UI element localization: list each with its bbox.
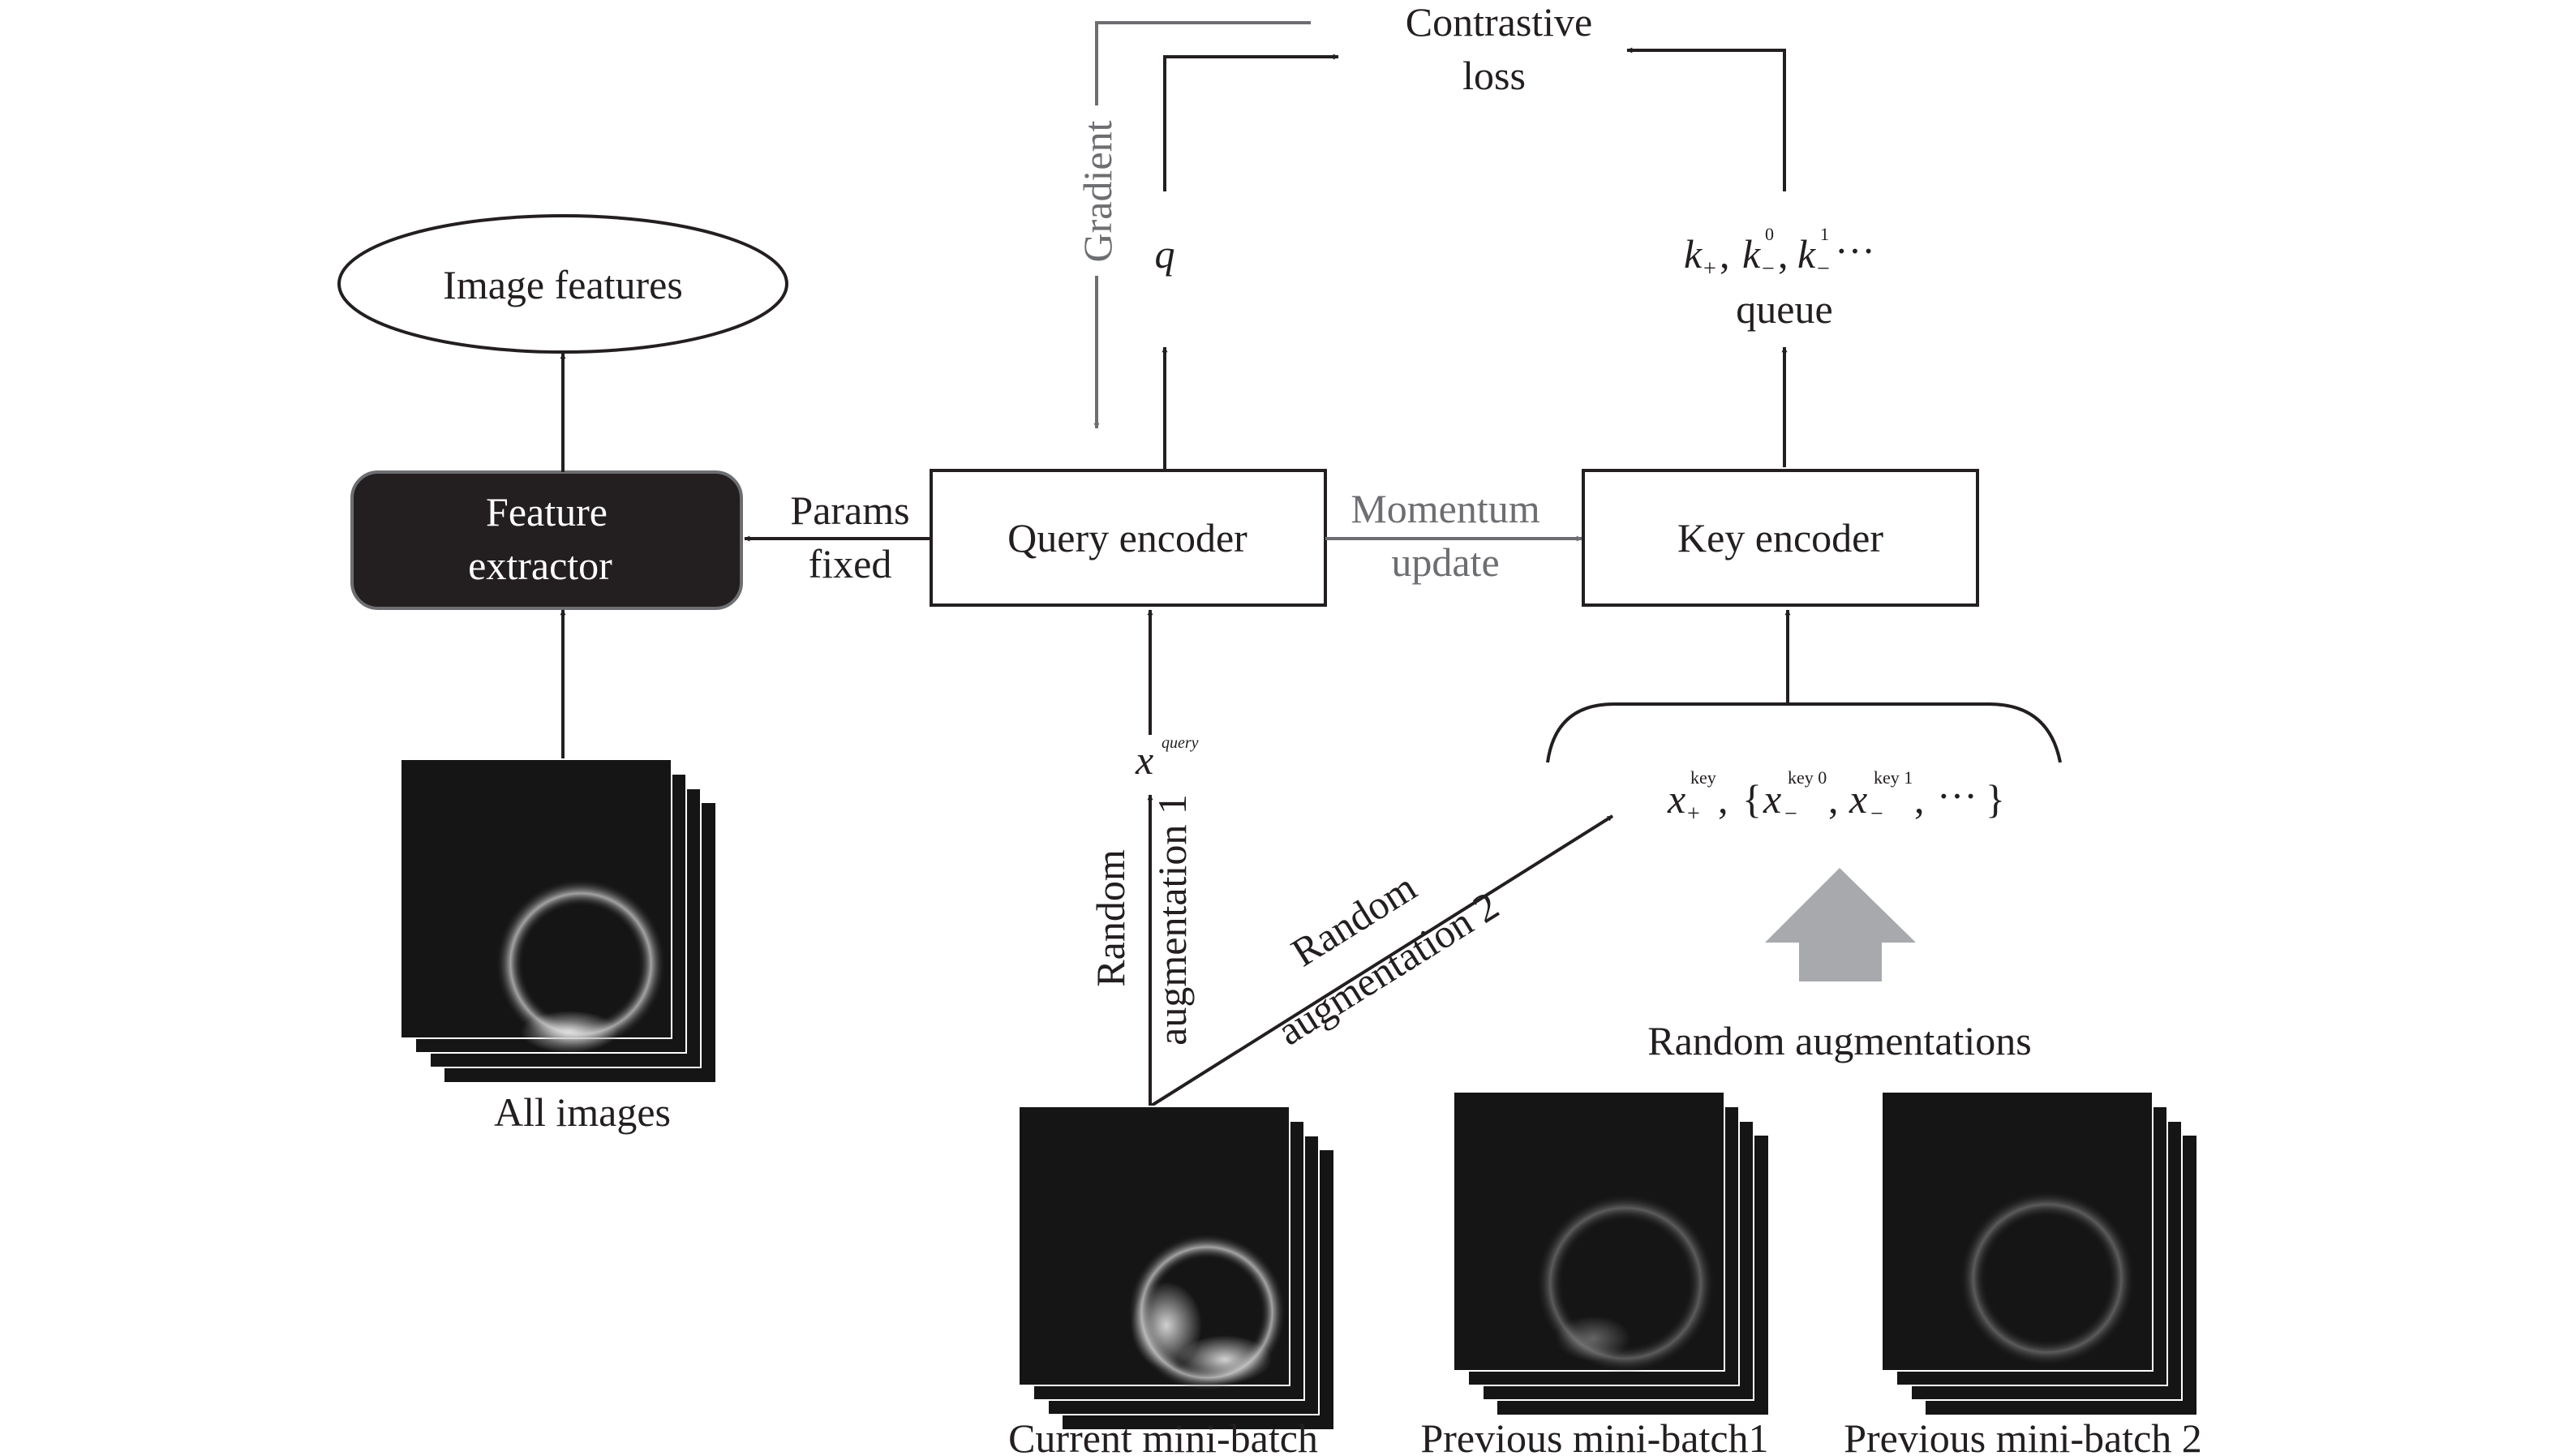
x-query-base: x — [1135, 737, 1153, 783]
current-mini-batch-stack — [1018, 1106, 1333, 1429]
previous-mini-batch-2-ring — [1955, 1186, 2140, 1371]
x-plus-base: x — [1667, 776, 1685, 822]
x-ellipsis: ··· — [1937, 773, 1977, 818]
x-minus1-sub: − — [1870, 801, 1883, 827]
all-images-bright-region — [521, 1011, 618, 1053]
all-images-label: All images — [494, 1089, 671, 1135]
params-fixed-label-2: fixed — [809, 541, 892, 586]
x-open-brace: { — [1742, 776, 1762, 822]
x-minus1-sup: key 1 — [1874, 767, 1913, 788]
k-comma-1: , — [1720, 231, 1730, 277]
x-query-sup: query — [1162, 734, 1199, 752]
key-encoder-label: Key encoder — [1677, 515, 1883, 560]
gradient-arrow — [1093, 21, 1311, 429]
query-encoder-label: Query encoder — [1007, 515, 1247, 560]
image-features-node: Image features — [337, 214, 788, 354]
image-features-label: Image features — [443, 262, 683, 307]
k-minus1-sup: 1 — [1820, 224, 1829, 244]
previous-mini-batch-2-stack — [1881, 1091, 2196, 1415]
feature-extractor-label-2: extractor — [468, 543, 612, 588]
q-to-loss-arrow — [1163, 54, 1339, 191]
k-ellipsis: ··· — [1835, 228, 1875, 273]
queue-to-loss-arrow — [1626, 47, 1786, 191]
query-encoder-node: Query encoder — [930, 469, 1327, 607]
x-minus0-sup: key 0 — [1788, 767, 1827, 788]
current-mini-batch-bright-region-2 — [1178, 1335, 1272, 1384]
previous-mini-batch-2-label: Previous mini-batch 2 — [1844, 1415, 2202, 1456]
key-samples-bracket — [1546, 702, 2062, 763]
current-mini-batch-label: Current mini-batch — [1008, 1415, 1318, 1456]
k-minus0-sup: 0 — [1765, 224, 1774, 244]
k-minus0-base: k — [1742, 231, 1761, 277]
x-minus1-base: x — [1849, 776, 1867, 822]
previous-mini-batch-1-stack — [1453, 1091, 1768, 1415]
k-plus-sub: + — [1703, 256, 1716, 281]
previous-mini-batch-1-label: Previous mini-batch1 — [1420, 1415, 1768, 1456]
contrastive-loss-label-1: Contrastive — [1406, 0, 1593, 45]
random-augmentations-arrow — [1765, 868, 1916, 981]
key-encoder-node: Key encoder — [1582, 469, 1979, 607]
contrastive-loss-label-2: loss — [1462, 53, 1526, 98]
x-plus-sup: key — [1690, 767, 1716, 788]
x-comma-2: , — [1828, 776, 1839, 822]
feature-extractor-node: Feature extractor — [350, 470, 743, 610]
random-augmentation-1-label-2: augmentation 1 — [1149, 794, 1195, 1046]
all-images-stack — [400, 758, 715, 1082]
k-minus1-base: k — [1797, 231, 1816, 277]
k-minus0-sub: − — [1762, 256, 1775, 281]
x-comma-3: , — [1914, 776, 1925, 822]
all-images-ring — [488, 871, 673, 1056]
k-plus-base: k — [1684, 231, 1703, 277]
gradient-label: Gradient — [1075, 120, 1120, 262]
previous-mini-batch-1-bright-region — [1556, 1316, 1630, 1361]
k-minus1-sub: − — [1817, 256, 1830, 281]
x-minus0-sub: − — [1784, 801, 1797, 827]
feature-extractor-label-1: Feature — [486, 489, 608, 535]
queue-label: queue — [1736, 286, 1832, 332]
x-close-brace: } — [1986, 776, 2005, 822]
q-label: q — [1155, 231, 1175, 277]
momentum-update-label-1: Momentum — [1350, 486, 1539, 531]
x-plus-sub: + — [1687, 801, 1700, 827]
key-samples-expression: x + key , { x − key 0 , x − key 1 , ··· … — [1667, 767, 2005, 827]
random-augmentation-1-label-1: Random — [1088, 849, 1133, 987]
gradient-label-mask — [1076, 105, 1118, 276]
momentum-update-label-2: update — [1391, 539, 1499, 585]
k-comma-2: , — [1778, 231, 1788, 277]
x-comma-1: , — [1718, 776, 1728, 822]
keys-queue-expression: k + , k − 0 , k − 1 ··· — [1684, 224, 1875, 281]
x-minus0-base: x — [1763, 776, 1781, 822]
params-fixed-label-1: Params — [790, 487, 909, 533]
augmentation-2-arrow — [1149, 814, 1614, 1108]
random-augmentations-label: Random augmentations — [1647, 1018, 2032, 1063]
